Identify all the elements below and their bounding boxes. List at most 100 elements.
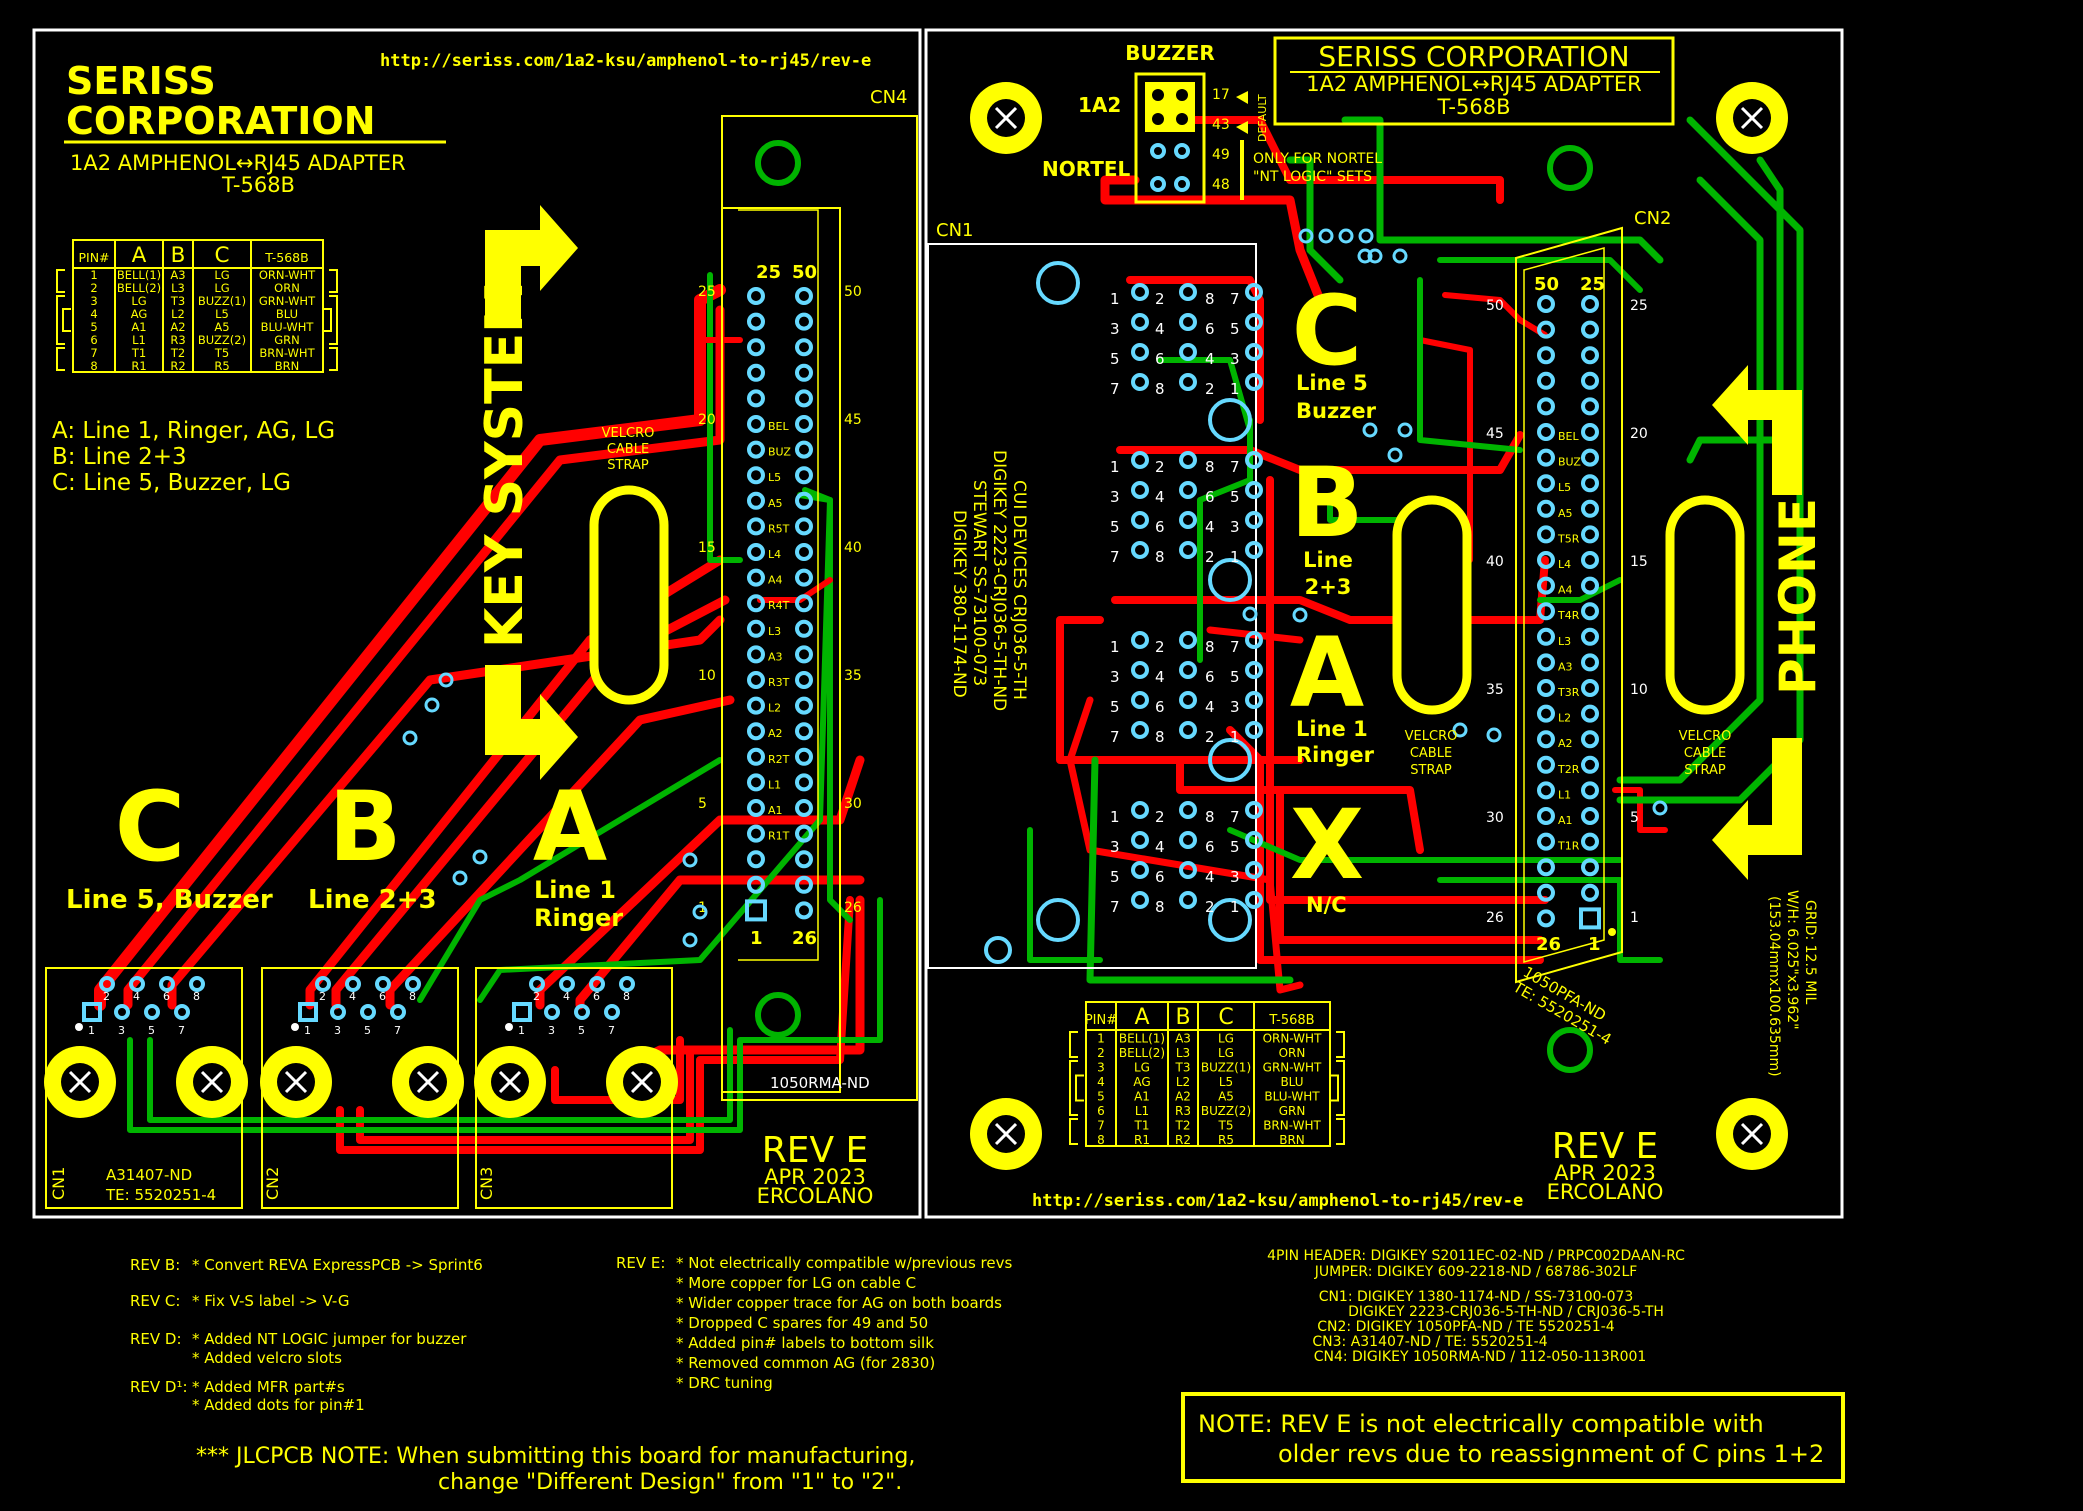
trace-g11 xyxy=(1227,827,1623,863)
cn1-bank2-rnum-2: 2 xyxy=(1205,728,1215,746)
left-cell-4-2: A2 xyxy=(170,320,185,334)
cn1-bank2-outer-0 xyxy=(1245,631,1263,649)
right-velcro-2-b: CABLE xyxy=(1684,746,1726,761)
via-18 xyxy=(1338,228,1354,244)
left-rev: REV E xyxy=(762,1130,869,1171)
cn2-pad-b-3 xyxy=(1581,858,1599,877)
right-a-label-1: Line 1 xyxy=(1296,717,1368,741)
cn2-label-A1: A1 xyxy=(1558,814,1573,827)
cn1-bank1-outer-3 xyxy=(1245,541,1263,559)
cn2-pad-a-30 xyxy=(1537,807,1555,825)
cn3-jack-pin-label-5: 5 xyxy=(578,1024,585,1037)
cn1-jack-pin-label-5: 5 xyxy=(148,1024,155,1037)
cn4-label-L2: L2 xyxy=(768,702,781,715)
left-cell-1-0: 2 xyxy=(90,281,97,295)
cn1-bank0-num-8: 8 xyxy=(1155,380,1165,398)
cn2-jack-pin-label-8: 8 xyxy=(409,990,416,1003)
left-cell-5-2: R3 xyxy=(170,333,185,347)
cn4-pad-b-37 xyxy=(795,619,813,638)
cn1-bank2-rnum-1: 1 xyxy=(1230,728,1240,746)
right-cell-0-3: LG xyxy=(1218,1032,1234,1046)
right-a-label-2: Ringer xyxy=(1296,743,1375,767)
cn2-pad-b-16 xyxy=(1581,525,1599,544)
cn4-label: CN4 xyxy=(870,87,908,108)
rj-part-1: A31407-ND xyxy=(106,1166,192,1184)
cn4-label-A1: A1 xyxy=(768,804,783,817)
right-cell-2-3: BUZZ(1) xyxy=(1201,1061,1251,1075)
parts-list: 4PIN HEADER: DIGIKEY S2011EC-02-ND / PRP… xyxy=(1267,1248,1685,1365)
trace-cable-a-1 xyxy=(535,755,865,1010)
cn1-jack-mount-right xyxy=(176,1046,248,1118)
right-table-head-0: PIN# xyxy=(1085,1013,1117,1028)
cn4-pad-a-16 xyxy=(747,517,765,536)
right-cell-3-3: L5 xyxy=(1219,1075,1233,1089)
cn2-side-left-50: 50 xyxy=(1486,298,1504,314)
cn4-pad-a-10 xyxy=(747,671,765,689)
via-5 xyxy=(682,852,698,868)
right-cell-3-1: AG xyxy=(1133,1075,1150,1089)
cn1-jack-pin-label-6: 6 xyxy=(163,990,170,1003)
revision-notes: REV B: * Convert REVA ExpressPCB -> Spri… xyxy=(130,1254,1012,1495)
cn4-pad-a-23 xyxy=(747,338,765,357)
trace-r7 xyxy=(1276,786,1544,944)
cn3-jack-mount-right xyxy=(606,1046,678,1118)
cn1-bank3-pad-2 xyxy=(1179,801,1197,819)
key-system-arrow-top xyxy=(485,205,578,320)
cn1-bank2-pad-1 xyxy=(1131,631,1149,649)
cn1-bank2-rnum-3: 3 xyxy=(1230,698,1240,716)
cn2-pad-b-5 xyxy=(1581,807,1599,825)
right-cell-7-2: R2 xyxy=(1175,1133,1191,1147)
nortel-note-2: "NT LOGIC" SETS xyxy=(1253,169,1372,185)
cn1-bank0-pad-6 xyxy=(1179,343,1197,361)
cn1-bank0-num-5: 2 xyxy=(1155,290,1165,308)
cn2-pad-a-31 xyxy=(1537,781,1555,800)
cn1-bank0-num-2: 3 xyxy=(1110,320,1120,338)
via-4 xyxy=(452,870,468,886)
jumper-pin-49: 49 xyxy=(1212,147,1230,163)
rev-c-1: * Fix V-S label -> V-G xyxy=(192,1292,349,1310)
cn1-bank1-rnum-2: 2 xyxy=(1205,548,1215,566)
left-amph-part: 1050RMA-ND xyxy=(770,1074,870,1092)
default-label: DEFAULT xyxy=(1256,94,1269,142)
right-mount-tl xyxy=(970,82,1042,154)
left-cell-4-3: A5 xyxy=(214,320,229,334)
phone-label: PHONE xyxy=(1769,498,1827,695)
cn2-jack-pin-5 xyxy=(360,1004,376,1020)
cn2-label-L2: L2 xyxy=(1558,712,1571,725)
via-21 xyxy=(1367,248,1383,264)
jlc-note-1: *** JLCPCB NOTE: When submitting this bo… xyxy=(196,1444,915,1469)
cn4-pad-a-15 xyxy=(747,543,765,561)
cn2-jack-pin-label-7: 7 xyxy=(394,1024,401,1037)
cn4-pad-a-9 xyxy=(747,696,765,715)
trace-g0 xyxy=(1086,756,1294,984)
right-board-outline xyxy=(924,28,1844,1219)
cn3-jack-pin-4 xyxy=(559,976,575,992)
trace-g12 xyxy=(1027,827,1103,963)
cn4-label-R3T: R3T xyxy=(768,676,790,689)
right-cell-4-2: A2 xyxy=(1175,1090,1191,1104)
cn1-bank3-pad-7 xyxy=(1131,891,1149,909)
cn4-side-left-5: 5 xyxy=(698,796,707,812)
cn4-pad-b-31 xyxy=(795,773,813,792)
cn1-bank0-rnum-2: 2 xyxy=(1205,380,1215,398)
cn1-bank1-num-4: 7 xyxy=(1110,548,1120,566)
cn2-mount-bottom xyxy=(1547,1027,1593,1073)
cn1-bank1-pad-1 xyxy=(1131,451,1149,469)
cn1-mount-hole-1 xyxy=(1036,898,1080,942)
left-cell-2-1: LG xyxy=(131,294,146,308)
cn1-jack-pin-3 xyxy=(114,1004,130,1020)
cn1-bank0-pad-4 xyxy=(1179,313,1197,331)
cn4-pad-a-6 xyxy=(747,773,765,792)
left-cell-3-0: 4 xyxy=(90,307,97,321)
cn1-bank0-num-1: 1 xyxy=(1110,290,1120,308)
cn1-jack-pin-8 xyxy=(189,976,205,992)
cn1-bank1-pad-8 xyxy=(1179,541,1197,559)
pads xyxy=(82,143,1668,1022)
jumper-pad-1 xyxy=(1174,143,1190,159)
cn4-pad-a-4 xyxy=(747,824,765,843)
cable-c-letter: C xyxy=(115,771,185,883)
cn2-jack-pin-4 xyxy=(345,976,361,992)
rev-b-1: * Convert REVA ExpressPCB -> Sprint6 xyxy=(192,1256,483,1274)
cn1-bank2-rnum-5: 5 xyxy=(1230,668,1240,686)
